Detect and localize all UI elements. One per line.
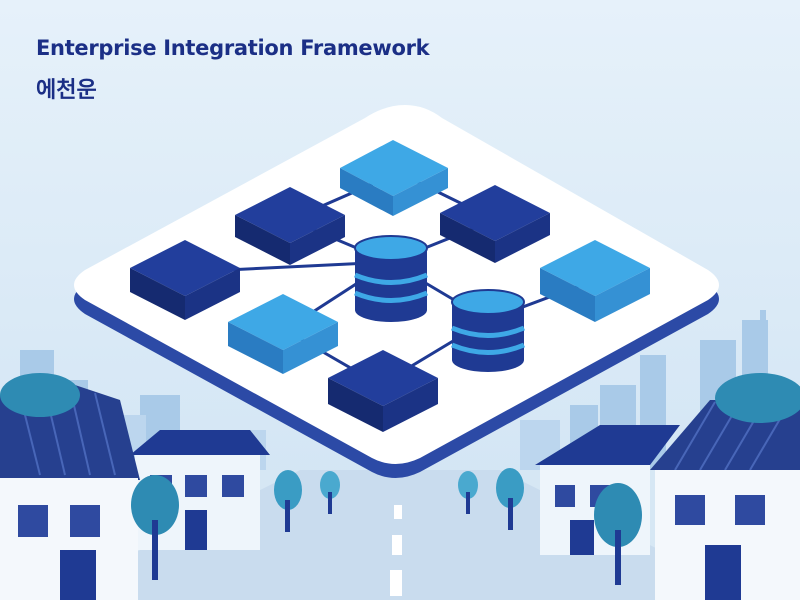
- road-markings: [390, 505, 402, 596]
- navy-block-icon: [440, 185, 550, 263]
- blue-block-icon: [228, 294, 338, 374]
- navy-block-icon: [130, 240, 240, 320]
- database-cylinder-icon: [451, 289, 525, 372]
- page-subtitle: 에천운: [36, 78, 97, 103]
- trees-left: [0, 373, 340, 580]
- blue-block-icon: [340, 140, 448, 216]
- database-cylinder-icon: [354, 235, 428, 322]
- trees-right: [458, 468, 642, 585]
- navy-block-icon: [235, 187, 345, 265]
- navy-block-icon: [328, 350, 438, 432]
- blue-block-icon: [540, 240, 650, 322]
- house-right-front: [650, 373, 800, 600]
- page-title: Enterprise Integration Framework: [36, 36, 430, 60]
